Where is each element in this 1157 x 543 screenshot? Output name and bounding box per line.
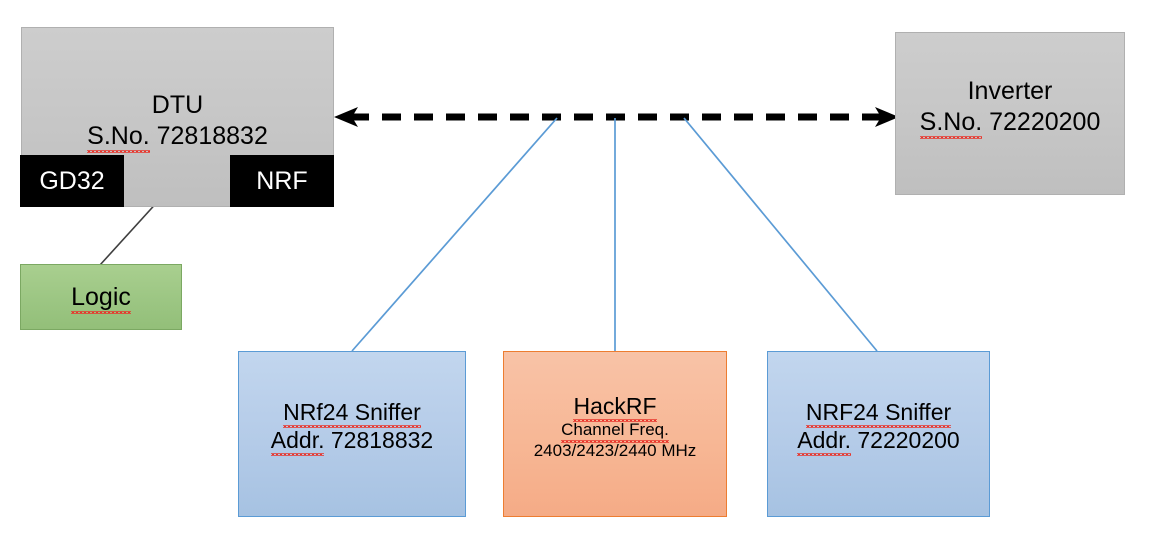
sniffer-left-addr-value: 72818832 — [330, 427, 434, 453]
sniffer-left-label: NRf24 Sniffer — [283, 398, 421, 429]
sniffer-right-addr-value: 72220200 — [857, 427, 960, 453]
hackrf-frequencies: 2403/2423/2440 MHz — [533, 441, 697, 461]
dtu-serial: S.No. 72818832 — [87, 121, 268, 153]
node-gd32[interactable]: GD32 — [20, 155, 124, 207]
inverter-serial: S.No. 72220200 — [919, 107, 1101, 139]
inverter-label: Inverter — [967, 77, 1053, 105]
dtu-serial-value: 72818832 — [156, 121, 268, 150]
edge-dtu-inverter — [334, 107, 899, 127]
sniffer-right-addr-label: Addr. — [797, 427, 851, 457]
node-hackrf[interactable]: HackRF Channel Freq. 2403/2423/2440 MHz — [503, 351, 727, 517]
sniffer-right-addr: Addr. 72220200 — [797, 426, 960, 457]
sniffer-left-addr: Addr. 72818832 — [270, 426, 434, 457]
sniffer-right-label-text: NRF24 Sniffer — [805, 398, 952, 429]
hackrf-label-text: HackRF — [573, 393, 657, 423]
logic-label: Logic — [71, 282, 131, 314]
hackrf-sub-label: Channel Freq. — [561, 420, 669, 443]
hackrf-label: HackRF — [573, 392, 657, 423]
nrf-label: NRF — [256, 166, 308, 195]
hackrf-sub-label-text: Channel Freq. — [561, 420, 669, 443]
dtu-label: DTU — [151, 91, 204, 119]
sniffer-left-label-text: NRf24 Sniffer — [283, 398, 421, 429]
dtu-serial-label: S.No. — [87, 121, 150, 153]
sniffer-right-label: NRF24 Sniffer — [805, 398, 952, 429]
inverter-serial-value: 72220200 — [989, 107, 1101, 136]
node-inverter[interactable]: Inverter S.No. 72220200 — [895, 32, 1125, 195]
gd32-label: GD32 — [39, 166, 105, 195]
edge-sniffer-left-tap — [351, 117, 558, 352]
edge-sniffer-right-tap — [683, 117, 878, 352]
sniffer-left-addr-label: Addr. — [270, 427, 325, 457]
node-sniffer-right[interactable]: NRF24 Sniffer Addr. 72220200 — [767, 351, 990, 517]
inverter-serial-label: S.No. — [919, 107, 983, 139]
dtu-serial-value-wrap — [150, 122, 157, 150]
node-logic[interactable]: Logic — [20, 264, 182, 330]
node-sniffer-left[interactable]: NRf24 Sniffer Addr. 72818832 — [238, 351, 466, 517]
node-nrf[interactable]: NRF — [230, 155, 334, 207]
